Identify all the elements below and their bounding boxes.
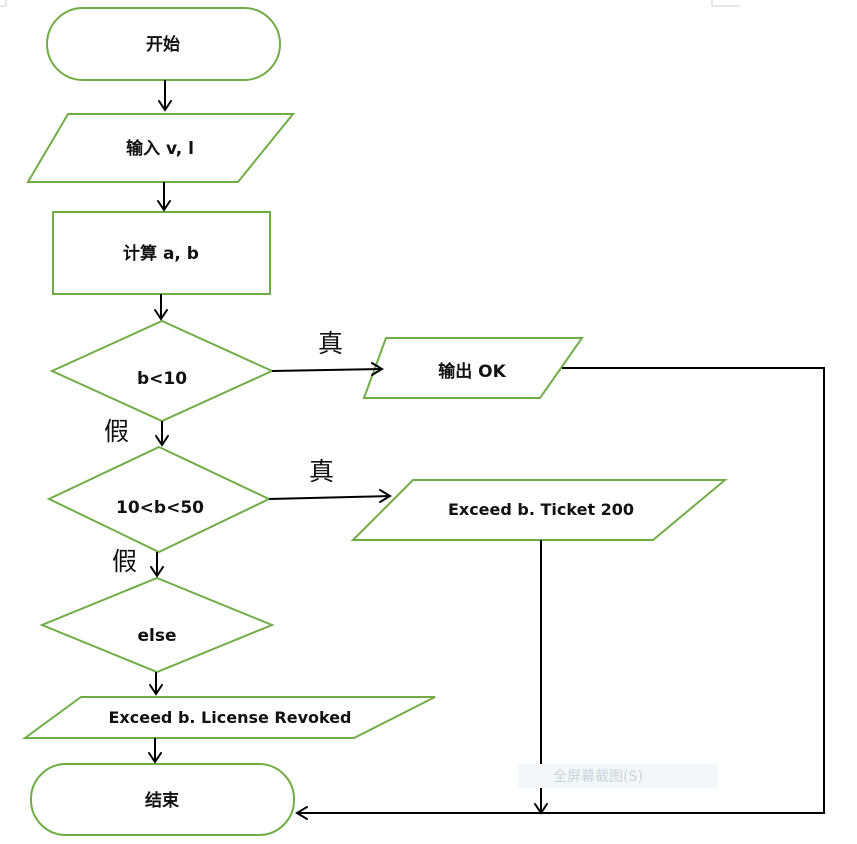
input-node: 输入 v, l: [26, 113, 296, 183]
connector-decision2-decision3: [150, 552, 164, 578]
false-label-1: 假: [104, 417, 129, 446]
output-revoked-node: Exceed b. License Revoked: [21, 696, 436, 739]
compute-label: 计算 a, b: [123, 243, 199, 264]
input-label: 输入 v, l: [126, 138, 194, 159]
output-ticket-node: Exceed b. Ticket 200: [350, 479, 728, 541]
decision-node-3: else: [39, 576, 275, 674]
connector-decision3-output-revoked: [149, 672, 163, 696]
connector-output-ok-end: [295, 367, 825, 820]
decision-2-label: 10<b<50: [116, 498, 204, 518]
output-revoked-label: Exceed b. License Revoked: [108, 708, 351, 727]
connector-input-compute: [157, 182, 171, 212]
corner-mark-left: [0, 0, 7, 7]
true-label-2: 真: [309, 457, 334, 486]
true-label-1: 真: [318, 329, 343, 358]
start-node: 开始: [46, 7, 281, 81]
decision-node-1: b<10: [49, 319, 275, 423]
output-ticket-label: Exceed b. Ticket 200: [448, 500, 634, 519]
start-label: 开始: [146, 34, 180, 55]
connector-decision1-output-ok: [271, 362, 384, 376]
connector-compute-decision1: [154, 294, 168, 321]
end-label: 结束: [145, 790, 179, 811]
screenshot-tooltip: 全屏幕截图(S): [518, 764, 718, 788]
output-ok-label: 输出 OK: [438, 361, 506, 382]
compute-node: 计算 a, b: [52, 211, 271, 295]
end-node: 结束: [30, 763, 295, 836]
output-ok-node: 输出 OK: [362, 337, 584, 399]
decision-1-label: b<10: [137, 369, 187, 389]
corner-mark-right: [711, 0, 740, 7]
decision-3-label: else: [137, 626, 176, 646]
connector-decision2-output-ticket: [268, 489, 392, 503]
false-label-2: 假: [112, 547, 137, 576]
connector-output-revoked-end: [148, 738, 162, 764]
connector-start-input: [158, 80, 172, 112]
screenshot-tooltip-label: 全屏幕截图(S): [553, 768, 643, 785]
connector-decision1-decision2: [155, 421, 169, 447]
decision-node-2: 10<b<50: [46, 445, 272, 554]
